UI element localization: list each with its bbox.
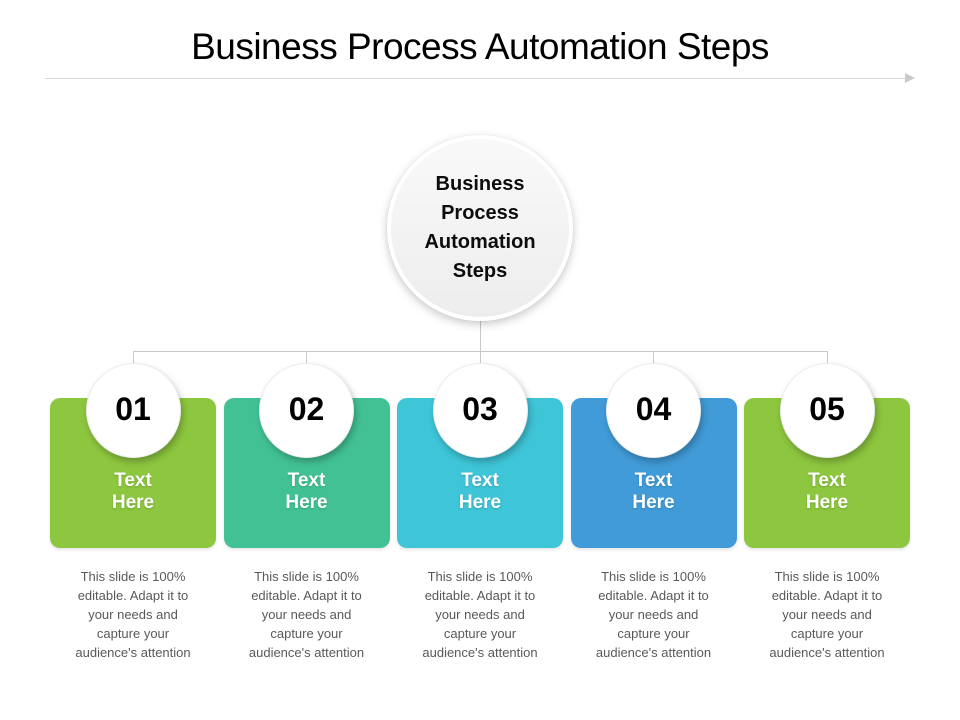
- step-number: 03: [462, 390, 498, 427]
- step-number: 04: [635, 390, 672, 427]
- step-number: 01: [115, 390, 151, 427]
- connector-vertical-main: [480, 321, 481, 351]
- step-column-5: 05 Text Here This slide is 100% editable…: [744, 363, 910, 662]
- step-number-circle: 01: [85, 363, 181, 458]
- connector-stub-4: [653, 351, 654, 369]
- center-circle: Business Process Automation Steps: [387, 135, 573, 321]
- step-label: Text Here: [632, 470, 675, 513]
- step-column-2: 02 Text Here This slide is 100% editable…: [223, 363, 390, 662]
- step-description: This slide is 100% editable. Adapt it to…: [595, 569, 712, 660]
- step-description: This slide is 100% editable. Adapt it to…: [422, 569, 538, 660]
- step-column-3: 03 Text Here This slide is 100% editable…: [397, 363, 563, 662]
- step-box: Text Here: [223, 398, 390, 548]
- step-number-circle: 03: [432, 363, 528, 458]
- connector-stub-5: [827, 351, 828, 369]
- step-number-circle: 02: [259, 363, 354, 458]
- step-number-circle: 05: [779, 363, 875, 458]
- step-label: Text Here: [805, 470, 849, 513]
- title-underline: [45, 78, 905, 79]
- step-description: This slide is 100% editable. Adapt it to…: [248, 569, 365, 660]
- step-column-4: 04 Text Here This slide is 100% editable…: [570, 363, 737, 662]
- slide-title: Business Process Automation Steps: [191, 26, 769, 67]
- connector-stub-3: [480, 351, 481, 369]
- step-label: Text Here: [111, 470, 155, 513]
- arrow-right-icon: [905, 73, 915, 83]
- step-number: 02: [288, 390, 325, 427]
- steps-row: 01 Text Here This slide is 100% editable…: [50, 363, 910, 662]
- step-label: Text Here: [458, 470, 502, 513]
- connector-stub-1: [133, 351, 134, 369]
- step-number-circle: 04: [606, 363, 701, 458]
- step-description: This slide is 100% editable. Adapt it to…: [75, 569, 191, 660]
- step-box: Text Here: [570, 398, 737, 548]
- step-label: Text Here: [285, 470, 328, 513]
- center-circle-label: Business Process Automation Steps: [424, 173, 536, 282]
- step-number: 05: [809, 390, 845, 427]
- step-description: This slide is 100% editable. Adapt it to…: [769, 569, 885, 660]
- connector-stub-2: [306, 351, 307, 369]
- step-column-1: 01 Text Here This slide is 100% editable…: [50, 363, 216, 662]
